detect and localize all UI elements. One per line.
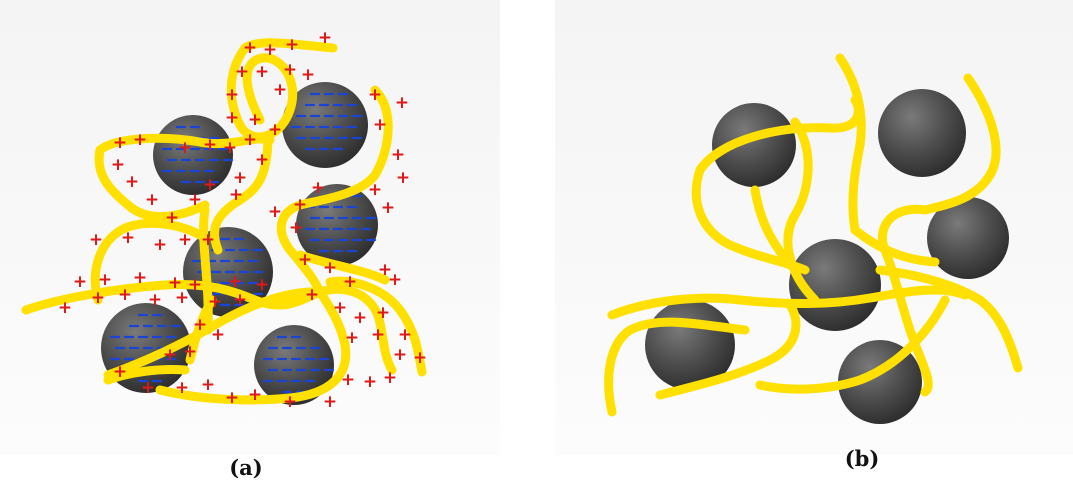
positive-charge-mark: + (125, 172, 139, 192)
positive-charge-mark: + (203, 135, 217, 155)
positive-charge-mark: + (333, 298, 347, 318)
positive-charge-mark: + (268, 120, 282, 140)
positive-charge-mark: + (243, 130, 257, 150)
positive-charge-mark: + (235, 62, 249, 82)
positive-charge-mark: + (141, 378, 155, 398)
positive-charge-mark: + (148, 290, 162, 310)
positive-charge-mark: + (283, 392, 297, 412)
positive-charge-mark: + (225, 85, 239, 105)
positive-charge-mark: + (178, 138, 192, 158)
positive-charge-mark: + (393, 345, 407, 365)
positive-charge-mark: + (175, 288, 189, 308)
positive-charge-mark: + (373, 115, 387, 135)
positive-charge-mark: + (225, 108, 239, 128)
positive-charge-mark: + (58, 298, 72, 318)
positive-charge-mark: + (183, 342, 197, 362)
positive-charge-mark: + (229, 185, 243, 205)
positive-charge-mark: + (368, 85, 382, 105)
positive-charge-mark: + (208, 292, 222, 312)
positive-charge-mark: + (305, 285, 319, 305)
panel-b-label: (b) (845, 446, 880, 471)
positive-charge-mark: + (113, 133, 127, 153)
positive-charge-mark: + (225, 388, 239, 408)
positive-charge-mark: + (188, 275, 202, 295)
positive-charge-mark: + (203, 175, 217, 195)
positive-charge-mark: + (248, 110, 262, 130)
positive-charge-mark: + (255, 275, 269, 295)
positive-charge-mark: + (91, 288, 105, 308)
positive-charge-mark: + (248, 385, 262, 405)
positive-charge-mark: + (201, 375, 215, 395)
positive-charge-mark: + (268, 202, 282, 222)
neutral-particle (878, 89, 966, 177)
positive-charge-mark: + (311, 178, 325, 198)
positive-charge-mark: + (228, 272, 242, 292)
positive-charge-mark: + (223, 138, 237, 158)
positive-charge-mark: + (323, 392, 337, 412)
positive-charge-mark: + (363, 372, 377, 392)
positive-charge-mark: + (353, 308, 367, 328)
positive-charge-mark: + (113, 362, 127, 382)
positive-charge-mark: + (118, 285, 132, 305)
positive-charge-mark: + (178, 230, 192, 250)
positive-charge-mark: + (243, 38, 257, 58)
positive-charge-mark: + (376, 303, 390, 323)
positive-charge-mark: + (73, 272, 87, 292)
positive-charge-mark: + (391, 145, 405, 165)
positive-charge-mark: + (145, 190, 159, 210)
positive-charge-mark: + (153, 235, 167, 255)
positive-charge-mark: + (255, 62, 269, 82)
positive-charge-mark: + (263, 40, 277, 60)
positive-charge-mark: + (383, 368, 397, 388)
positive-charge-mark: + (301, 65, 315, 85)
positive-charge-mark: + (233, 290, 247, 310)
positive-charge-mark: + (323, 258, 337, 278)
positive-charge-mark: + (381, 198, 395, 218)
charged-particle (153, 115, 233, 195)
positive-charge-mark: + (298, 250, 312, 270)
positive-charge-mark: + (371, 325, 385, 345)
positive-charge-mark: + (121, 228, 135, 248)
positive-charge-mark: + (285, 35, 299, 55)
positive-charge-mark: + (398, 325, 412, 345)
positive-charge-mark: + (89, 230, 103, 250)
positive-charge-mark: + (395, 93, 409, 113)
positive-charge-mark: + (211, 325, 225, 345)
positive-charge-mark: + (188, 190, 202, 210)
positive-charge-mark: + (343, 272, 357, 292)
positive-charge-mark: + (163, 345, 177, 365)
positive-charge-mark: + (318, 28, 332, 48)
positive-charge-mark: + (133, 130, 147, 150)
positive-charge-mark: + (175, 378, 189, 398)
positive-charge-mark: + (289, 218, 303, 238)
positive-charge-mark: + (396, 168, 410, 188)
positive-charge-mark: + (201, 230, 215, 250)
positive-charge-mark: + (368, 180, 382, 200)
positive-charge-mark: + (283, 60, 297, 80)
positive-charge-mark: + (165, 208, 179, 228)
positive-charge-mark: + (413, 348, 427, 368)
positive-charge-mark: + (341, 370, 355, 390)
positive-charge-mark: + (98, 270, 112, 290)
positive-charge-mark: + (255, 150, 269, 170)
positive-charge-mark: + (193, 315, 207, 335)
positive-charge-mark: + (133, 268, 147, 288)
positive-charge-mark: + (293, 195, 307, 215)
positive-charge-mark: + (111, 155, 125, 175)
positive-charge-mark: + (345, 328, 359, 348)
positive-charge-mark: + (388, 270, 402, 290)
positive-charge-mark: + (273, 80, 287, 100)
panel-a-label: (a) (229, 455, 262, 480)
